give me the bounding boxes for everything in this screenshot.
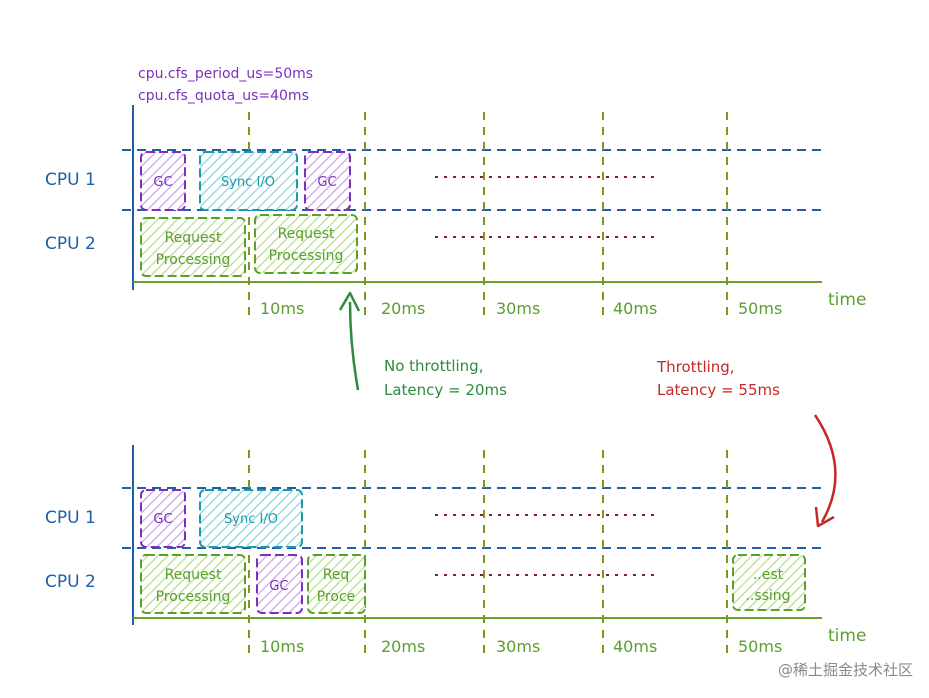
tick-label: 10ms — [260, 299, 304, 318]
block-label: Processing — [269, 248, 344, 264]
time-label: time — [828, 626, 866, 646]
arrow-up-icon — [348, 301, 360, 391]
request-processing-block: Request Processing — [254, 214, 358, 274]
tick-label: 50ms — [738, 299, 782, 318]
request-processing-block: Request Processing — [140, 217, 246, 277]
gc-block: GC — [140, 489, 186, 548]
period-gridlines — [248, 450, 728, 655]
block-label: ..ssing — [745, 588, 790, 604]
tick-labels: 10ms 20ms 30ms 40ms 50ms — [260, 299, 782, 318]
tick-label: 50ms — [738, 637, 782, 656]
block-label: GC — [317, 175, 336, 190]
block-label: GC — [153, 512, 172, 527]
request-processing-partial-block: Req Proce — [307, 554, 366, 614]
arrow-down-icon — [813, 414, 837, 523]
cpu1-label: CPU 1 — [45, 170, 96, 190]
tick-label: 30ms — [496, 637, 540, 656]
gc-block: GC — [304, 151, 351, 211]
tick-label: 30ms — [496, 299, 540, 318]
cpu2-label: CPU 2 — [45, 572, 96, 592]
period-label: cpu.cfs_period_us=50ms — [138, 66, 313, 82]
block-label: Req — [323, 567, 350, 583]
cpu1-label: CPU 1 — [45, 508, 96, 528]
throttling-annotation: Throttling, Latency = 55ms — [656, 358, 837, 528]
annotation-line: Latency = 55ms — [657, 381, 780, 399]
arrowhead-icon — [814, 506, 835, 528]
tick-labels: 10ms 20ms 30ms 40ms 50ms — [260, 637, 782, 656]
annotation-line: No throttling, — [384, 357, 483, 375]
sync-io-block: Sync I/O — [199, 151, 298, 211]
block-label: GC — [269, 579, 288, 594]
tick-label: 40ms — [613, 637, 657, 656]
request-processing-block: Request Processing — [140, 554, 246, 614]
period-gridlines — [248, 112, 728, 318]
gc-block: GC — [256, 554, 303, 614]
tick-label: 10ms — [260, 637, 304, 656]
watermark: @稀土掘金技术社区 — [778, 661, 913, 679]
time-label: time — [828, 290, 866, 310]
block-label: Request — [278, 226, 335, 242]
diagram-no-throttling: CPU 1 CPU 2 time 10ms 20ms 30ms 40ms 50m… — [45, 105, 866, 318]
block-label: GC — [153, 175, 172, 190]
tick-label: 20ms — [381, 299, 425, 318]
annotation-line: Latency = 20ms — [384, 381, 507, 399]
no-throttling-annotation: No throttling, Latency = 20ms — [338, 291, 507, 399]
diagram-throttling: CPU 1 CPU 2 time 10ms 20ms 30ms 40ms 50m… — [45, 445, 866, 656]
quota-label: cpu.cfs_quota_us=40ms — [138, 88, 309, 104]
block-label: Request — [165, 230, 222, 246]
block-label: Processing — [156, 589, 231, 605]
block-label: Request — [165, 567, 222, 583]
block-label: Sync I/O — [224, 512, 278, 527]
sync-io-block: Sync I/O — [199, 489, 303, 548]
block-label: ..est — [753, 567, 784, 583]
annotation-line: Throttling, — [656, 358, 735, 376]
tick-label: 20ms — [381, 637, 425, 656]
request-processing-remainder-block: ..est ..ssing — [732, 554, 806, 611]
tick-label: 40ms — [613, 299, 657, 318]
gc-block: GC — [140, 151, 186, 211]
block-label: Sync I/O — [221, 175, 275, 190]
cpu2-label: CPU 2 — [45, 234, 96, 254]
block-label: Processing — [156, 252, 231, 268]
block-label: Proce — [317, 589, 356, 605]
arrowhead-icon — [338, 291, 361, 312]
